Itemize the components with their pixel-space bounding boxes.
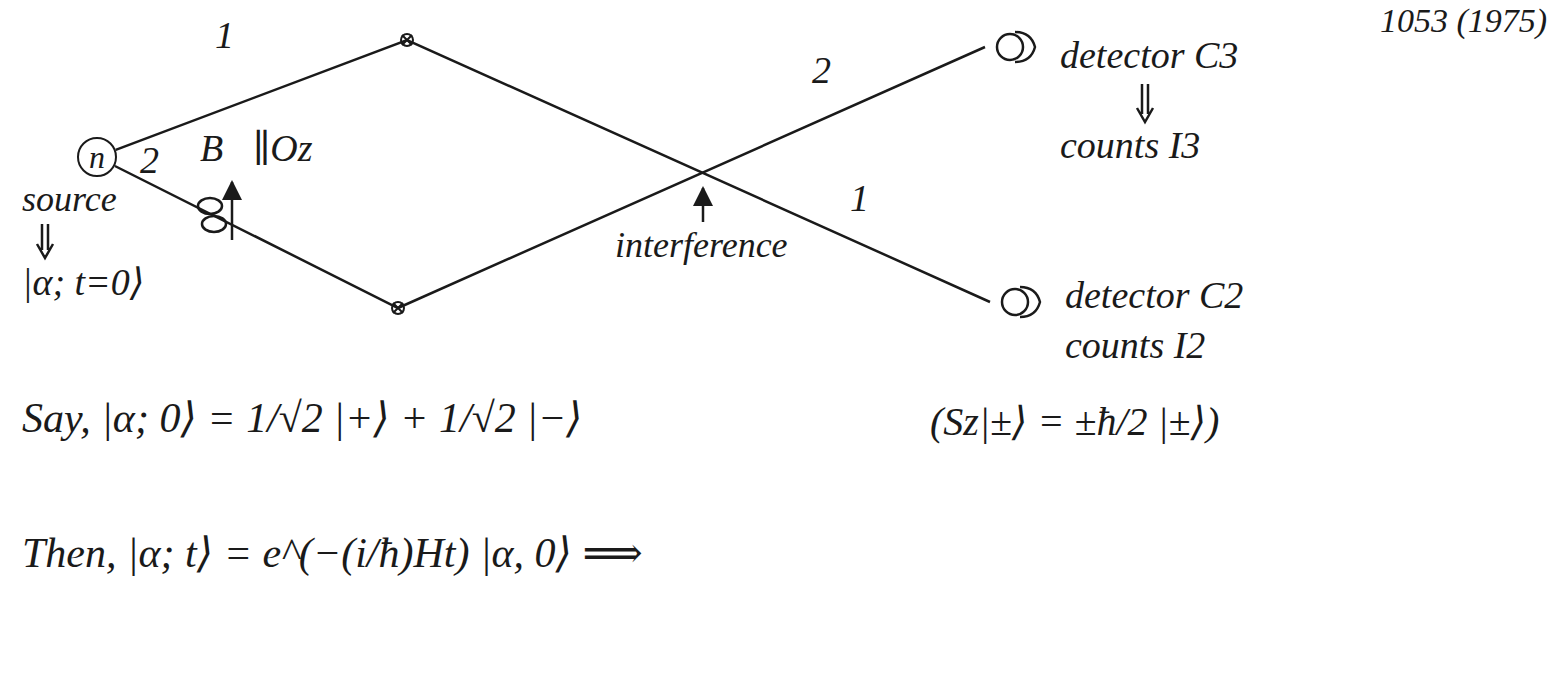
detector-bracket [1020, 287, 1040, 317]
beam-path [115, 47, 985, 308]
path-number: 1 [215, 15, 234, 57]
detector-circle [1002, 289, 1028, 315]
count-rate: counts I3 [1060, 125, 1238, 167]
count-rate: counts I2 [1065, 325, 1243, 367]
state-equation: Say, |α; 0⟩ = 1/√2 |+⟩ + 1/√2 |−⟩ [22, 395, 582, 441]
source-label: source [22, 180, 117, 220]
detector-node: detector C2 counts I2 [990, 275, 1243, 367]
detector-name: detector C2 [1065, 275, 1243, 317]
initial-state: |α; t=0⟩ [22, 262, 145, 304]
mirror-symbol [392, 34, 413, 314]
interference-arrow [702, 188, 705, 222]
beam-path [116, 40, 990, 302]
detector-symbol [985, 20, 1055, 75]
interference-label: interference [615, 226, 788, 266]
detector-name: detector C3 [1060, 35, 1238, 77]
source-circle: n [77, 137, 117, 177]
source-letter: n [89, 141, 105, 173]
path-number: 1 [850, 178, 869, 220]
path-number: 2 [812, 50, 831, 92]
eigenvalue-note: (Sz|±⟩ = ±ħ/2 |±⟩) [930, 400, 1219, 444]
time-evolution: Then, |α; t⟩ = e^(−(i/ħ)Ht) |α, 0⟩ ⟹ [22, 530, 643, 576]
reference-note: 1053 (1975) [1380, 2, 1547, 39]
detector-circle [997, 34, 1023, 60]
field-label: B⃗∥Oz [200, 128, 313, 170]
detector-bracket [1015, 32, 1035, 62]
down-double-arrow [37, 84, 1153, 258]
detector-symbol [990, 275, 1060, 330]
path-number: 2 [140, 140, 159, 182]
detector-node: detector C3 counts I3 [985, 20, 1238, 167]
